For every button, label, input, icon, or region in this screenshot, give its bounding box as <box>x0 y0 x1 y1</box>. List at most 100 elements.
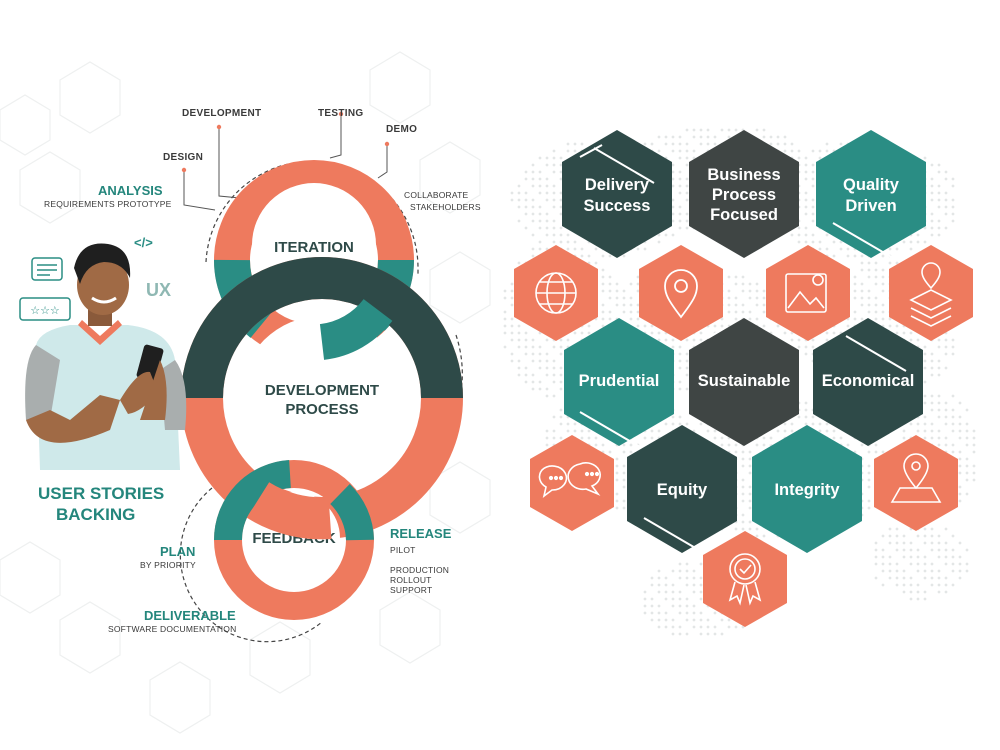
analysis-sub: REQUIREMENTS PROTOTYPE <box>44 199 172 209</box>
map-dot <box>734 450 738 454</box>
map-dot <box>944 422 948 426</box>
map-dot <box>629 303 633 307</box>
map-dot <box>692 590 696 594</box>
label-design: DESIGN <box>163 152 203 163</box>
map-dot <box>671 583 675 587</box>
map-dot <box>601 268 605 272</box>
map-dot <box>545 429 549 433</box>
map-dot <box>545 233 549 237</box>
map-dot <box>559 177 563 181</box>
map-dot <box>524 373 528 377</box>
map-dot <box>769 135 773 139</box>
map-dot <box>923 345 927 349</box>
map-dot <box>552 149 556 153</box>
map-dot <box>622 310 626 314</box>
map-dot <box>748 520 752 524</box>
map-dot <box>895 541 899 545</box>
plan-sub: BY PRIORITY <box>140 560 196 570</box>
map-image-icon <box>785 273 827 313</box>
map-dot <box>853 275 857 279</box>
map-dot <box>909 576 913 580</box>
label-testing: TESTING <box>318 108 363 119</box>
map-dot <box>734 282 738 286</box>
map-dot <box>657 618 661 622</box>
rating-card-icon: ☆☆☆ <box>19 297 71 321</box>
map-dot <box>937 163 941 167</box>
map-dot <box>650 583 654 587</box>
plan-title: PLAN <box>160 544 195 559</box>
map-dot <box>503 296 507 300</box>
map-dot <box>538 359 542 363</box>
map-dot <box>818 149 822 153</box>
map-dot <box>524 198 528 202</box>
map-dot <box>671 219 675 223</box>
map-dot <box>559 156 563 160</box>
map-dot <box>678 359 682 363</box>
map-dot <box>888 317 892 321</box>
map-dot <box>965 478 969 482</box>
map-dot <box>923 156 927 160</box>
map-dot <box>685 226 689 230</box>
map-dot <box>923 527 927 531</box>
map-dot <box>727 618 731 622</box>
map-dot <box>685 632 689 636</box>
map-dot <box>671 184 675 188</box>
map-dot <box>566 429 570 433</box>
map-dot <box>531 373 535 377</box>
integrity-label: Integrity <box>774 481 840 499</box>
map-dot <box>902 569 906 573</box>
map-dot <box>566 240 570 244</box>
delivery-line1: Delivery <box>585 176 650 194</box>
map-dot <box>944 541 948 545</box>
map-dot <box>531 205 535 209</box>
map-dot <box>811 177 815 181</box>
map-dot <box>951 352 955 356</box>
map-dot <box>657 569 661 573</box>
map-dot <box>951 219 955 223</box>
map-dot <box>734 527 738 531</box>
map-dot <box>741 275 745 279</box>
map-dot <box>678 380 682 384</box>
map-dot <box>636 289 640 293</box>
map-dot <box>811 205 815 209</box>
map-dot <box>622 471 626 475</box>
map-dot <box>636 282 640 286</box>
map-dot <box>629 310 633 314</box>
map-dot <box>699 338 703 342</box>
map-dot <box>923 597 927 601</box>
map-dot <box>720 436 724 440</box>
release-production: PRODUCTION <box>390 565 449 575</box>
map-dot <box>944 562 948 566</box>
map-dot <box>874 261 878 265</box>
map-dot <box>867 261 871 265</box>
map-dot <box>587 324 591 328</box>
map-dot <box>580 429 584 433</box>
map-dot <box>881 555 885 559</box>
map-dot <box>860 317 864 321</box>
map-dot <box>951 408 955 412</box>
map-dot <box>692 569 696 573</box>
hex-equity: Equity <box>627 425 737 554</box>
map-dot <box>552 366 556 370</box>
map-dot <box>965 471 969 475</box>
map-dot <box>888 527 892 531</box>
map-dot <box>559 436 563 440</box>
deliverable-sub: SOFTWARE DOCUMENTATION <box>108 624 236 634</box>
map-dot <box>678 156 682 160</box>
label-demo: DEMO <box>386 124 417 135</box>
map-dot <box>692 604 696 608</box>
map-dot <box>930 226 934 230</box>
map-dot <box>741 499 745 503</box>
map-dot <box>951 534 955 538</box>
map-dot <box>538 345 542 349</box>
map-dot <box>524 331 528 335</box>
map-dot <box>811 415 815 419</box>
map-dot <box>930 429 934 433</box>
map-dot <box>580 331 584 335</box>
map-dot <box>923 541 927 545</box>
map-dot <box>587 254 591 258</box>
map-dot <box>622 485 626 489</box>
map-dot <box>874 310 878 314</box>
map-dot <box>797 156 801 160</box>
map-dot <box>629 450 633 454</box>
